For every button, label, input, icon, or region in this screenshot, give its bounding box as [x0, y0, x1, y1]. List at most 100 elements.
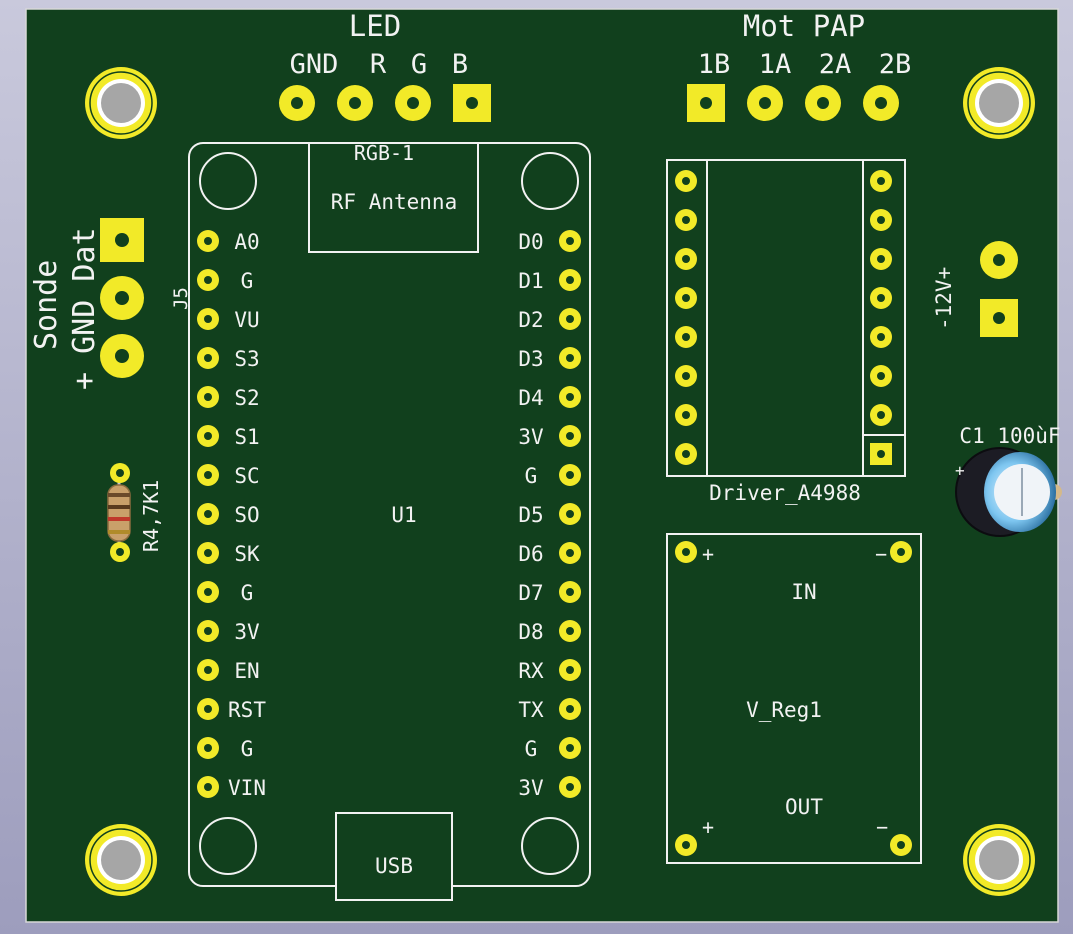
esp-left-pin: 3V [197, 620, 260, 644]
power-pads [980, 241, 1018, 337]
esp-pin-label: D5 [518, 503, 543, 527]
sonde-pads [100, 218, 144, 378]
mounting-hole-top-right [963, 67, 1035, 139]
esp-pin-label: S1 [234, 425, 259, 449]
esp-pin-label: D6 [518, 542, 543, 566]
esp-left-pin: VIN [197, 776, 266, 800]
esp-right-pin: 3V [518, 425, 581, 449]
esp-right-pin: D7 [518, 581, 581, 605]
regulator-pad-in-plus [675, 541, 697, 563]
antenna-box [308, 142, 479, 253]
driver-pad [870, 404, 892, 426]
driver-pad [675, 170, 697, 192]
esp-pin-label: D7 [518, 581, 543, 605]
esp-pin-label: D8 [518, 620, 543, 644]
motor-pin-label: 2B [879, 49, 912, 80]
regulator-in-plus: + [702, 542, 714, 566]
esp-pin-label: D2 [518, 308, 543, 332]
esp-pin-label: SK [234, 542, 260, 566]
regulator-pad-out-minus [890, 834, 912, 856]
usb-box [335, 812, 453, 901]
esp-right-pin: G [525, 464, 581, 488]
esp-pin-label: D3 [518, 347, 543, 371]
driver-pad [870, 365, 892, 387]
esp-left-pin: G [197, 581, 253, 605]
esp-right-pin: D2 [518, 308, 581, 332]
led-pad-r [337, 85, 373, 121]
esp-right-pin: TX [518, 698, 581, 722]
sonde-title: Sonde [29, 260, 64, 350]
driver-pad [870, 443, 892, 465]
led-header-title: LED [349, 9, 401, 43]
esp-left-pin: G [197, 737, 253, 761]
capacitor-label: C1 100ùF [959, 424, 1060, 448]
esp-pin-label: G [241, 737, 254, 761]
motor-pin-label: 1A [759, 49, 792, 80]
power-pad-plus [980, 241, 1018, 279]
module-ref: U1 [391, 503, 416, 527]
motor-pad-1b [687, 84, 725, 122]
power-label: -12V+ [932, 267, 956, 330]
regulator-pad-out-plus [675, 834, 697, 856]
esp-left-pin: SC [197, 464, 260, 488]
motor-header-pin-labels: 1B 1A 2A 2B [698, 49, 912, 80]
esp-right-pin: D8 [518, 620, 581, 644]
driver-label: Driver_A4988 [709, 481, 861, 505]
esp-pin-label: VIN [228, 776, 266, 800]
resistor-label: R4,7K1 [139, 480, 163, 552]
esp-right-pin: D0 [518, 230, 581, 254]
led-pad-b [453, 84, 491, 122]
mounting-hole-bottom-left [85, 824, 157, 896]
sonde-pad-plus [100, 334, 144, 378]
driver-pad [675, 209, 697, 231]
motor-header-title: Mot PAP [743, 9, 865, 43]
driver-pad [870, 248, 892, 270]
driver-pad [675, 248, 697, 270]
driver-pad [870, 170, 892, 192]
esp-pin-label: SC [234, 464, 259, 488]
esp-left-pin: G [197, 269, 253, 293]
esp-right-pin: G [525, 737, 581, 761]
esp-right-pin: D3 [518, 347, 581, 371]
motor-header-pads [687, 84, 899, 122]
esp-pin-label: 3V [518, 425, 544, 449]
driver-pad [870, 209, 892, 231]
driver-pad [675, 443, 697, 465]
driver-pad [675, 287, 697, 309]
motor-pad-2b [863, 85, 899, 121]
esp-left-pin: A0 [197, 230, 260, 254]
esp-pin-label: G [241, 581, 254, 605]
sonde-pad-dat [100, 218, 144, 262]
motor-pad-2a [805, 85, 841, 121]
driver-pad [675, 326, 697, 348]
pcb-board [25, 8, 1059, 923]
sonde-pad-gnd [100, 276, 144, 320]
driver-pad [675, 404, 697, 426]
regulator-in-label: IN [791, 580, 816, 604]
led-header-pads [279, 84, 491, 122]
esp-left-pin: RST [197, 698, 266, 722]
led-pad-g [395, 85, 431, 121]
regulator-out-plus: + [702, 815, 714, 839]
esp-right-pin: D6 [518, 542, 581, 566]
esp-left-pin: S2 [197, 386, 260, 410]
esp-pin-label: A0 [234, 230, 259, 254]
regulator-ref: V_Reg1 [746, 698, 822, 722]
esp-pin-label: G [525, 464, 538, 488]
esp-left-pin: SO [197, 503, 260, 527]
led-pad-gnd [279, 85, 315, 121]
esp-left-pin: EN [197, 659, 260, 683]
capacitor-c1: + [955, 447, 1062, 537]
esp-left-pin: VU [197, 308, 260, 332]
motor-pin-label: 1B [698, 49, 731, 80]
esp-pin-label: D4 [518, 386, 543, 410]
regulator-pads [675, 541, 912, 856]
resistor-r4 [107, 463, 131, 562]
esp-pin-label: G [525, 737, 538, 761]
antenna-text: RF Antenna [331, 190, 457, 214]
esp-right-pin: RX [518, 659, 581, 683]
esp-right-pin: D1 [518, 269, 581, 293]
led-pin-label: GND [290, 49, 339, 80]
